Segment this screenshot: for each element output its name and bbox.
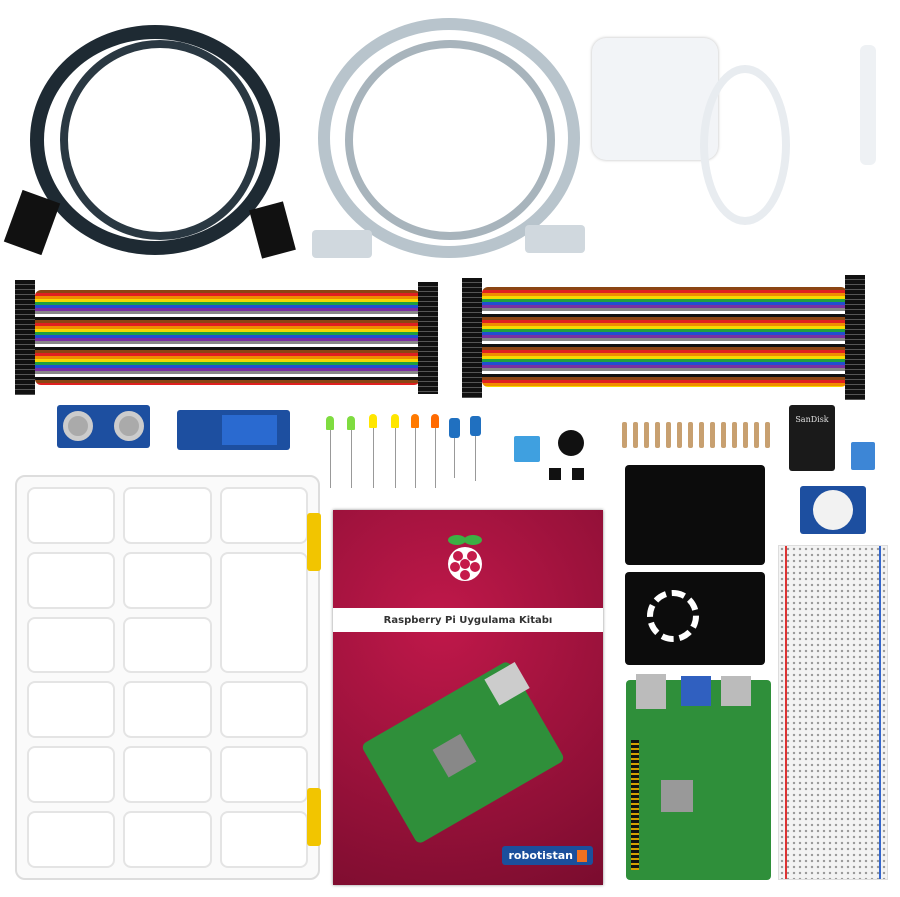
organizer-box <box>15 475 320 880</box>
ultrasonic-sensor <box>57 405 150 448</box>
raspberry-pi-board <box>626 674 771 880</box>
book-title-band: Raspberry Pi Uygulama Kitabı <box>333 608 603 632</box>
box-latch <box>307 513 321 571</box>
pir-sensor <box>800 486 866 534</box>
case-top-plate <box>625 465 765 565</box>
case-fan-plate <box>625 572 765 665</box>
micro-sd-card <box>851 442 875 470</box>
dht-sensor <box>514 436 540 462</box>
box-latch <box>307 788 321 846</box>
book: Raspberry Pi Uygulama Kitabı robotistan <box>333 510 603 885</box>
relay-module <box>177 410 290 450</box>
book-title: Raspberry Pi Uygulama Kitabı <box>383 614 553 626</box>
robotistan-logo: robotistan <box>502 846 593 865</box>
sd-card: SanDisk <box>789 405 835 471</box>
buzzer <box>558 430 584 456</box>
book-cover-pi-image <box>360 660 566 845</box>
sd-card-brand: SanDisk <box>795 415 829 424</box>
breadboard <box>778 545 888 880</box>
raspberry-logo <box>448 535 482 581</box>
